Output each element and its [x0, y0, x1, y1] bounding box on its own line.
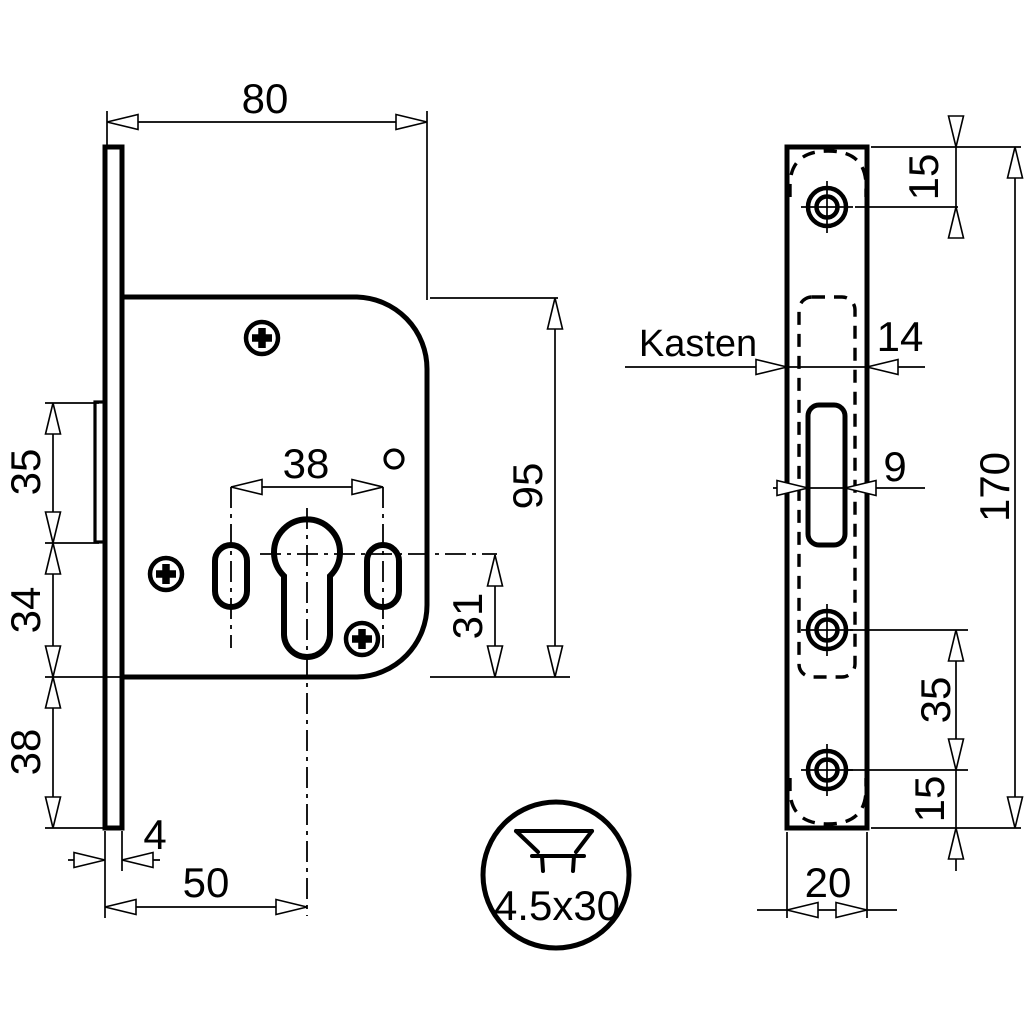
- dim-label-14: 14: [877, 313, 924, 360]
- badge-circle: [480, 799, 632, 951]
- screw-top-icon: [243, 319, 281, 357]
- dim-label-4: 4: [143, 811, 166, 858]
- dim-backset: 50: [104, 859, 308, 916]
- rounded-end-top-dashed: [788, 149, 868, 197]
- kasten-label: Kasten: [639, 323, 757, 365]
- euro-cylinder-cutout: [271, 516, 343, 660]
- dim-plate-length: 170: [971, 146, 1024, 829]
- dim-label-38-center: 38: [283, 440, 330, 487]
- dim-label-35-left: 35: [2, 449, 49, 496]
- dim-bolt-slot-width: 9: [773, 443, 925, 497]
- dim-label-31: 31: [444, 593, 491, 640]
- dim-body-width: 80: [106, 75, 428, 300]
- dim-label-80: 80: [242, 75, 289, 122]
- dim-cylinder-to-bottom: 31: [444, 554, 504, 678]
- dim-plate-thickness: 4: [68, 811, 167, 918]
- dim-label-20: 20: [805, 859, 852, 906]
- screw-spec-label: 4.5x30: [494, 882, 620, 929]
- dim-label-35-right: 35: [912, 677, 959, 724]
- dim-label-95: 95: [504, 463, 551, 510]
- dim-label-38-left: 38: [2, 729, 49, 776]
- dim-label-15-top: 15: [900, 154, 947, 201]
- screw-spec-badge: 4.5x30: [480, 799, 632, 951]
- lock-case-outline: [124, 294, 430, 680]
- dim-hole-spacing: 38: [230, 440, 384, 496]
- dim-label-9: 9: [883, 443, 906, 490]
- dim-label-34: 34: [2, 587, 49, 634]
- screw-left-icon: [147, 555, 185, 593]
- dim-label-50: 50: [183, 859, 230, 906]
- dim-plate-width: 20: [757, 832, 897, 919]
- dim-left-chain: 35 34 38: [2, 402, 125, 829]
- faceplate-side-profile: [102, 144, 125, 831]
- screw-bottom-icon: [343, 620, 381, 658]
- dim-screw-top-offset: 15: [855, 115, 1021, 239]
- rounded-end-bottom-dashed: [788, 778, 868, 826]
- plate-screw-hole-middle: [801, 604, 853, 656]
- dim-case-width: Kasten 14: [625, 313, 925, 376]
- plate-screw-hole-bottom: [801, 744, 853, 796]
- pin-hole: [383, 448, 405, 470]
- countersunk-screw-icon: [514, 829, 594, 873]
- dim-screw-bottom-offset: 15: [871, 770, 1021, 871]
- bolt-window: [805, 402, 848, 548]
- dim-label-15-bottom: 15: [906, 776, 953, 823]
- dim-label-170: 170: [971, 452, 1018, 522]
- dim-screw-spacing: 35: [848, 629, 968, 771]
- plate-screw-hole-top: [801, 181, 853, 233]
- dim-body-height: 95: [430, 297, 570, 678]
- lock-body-view: [93, 144, 497, 916]
